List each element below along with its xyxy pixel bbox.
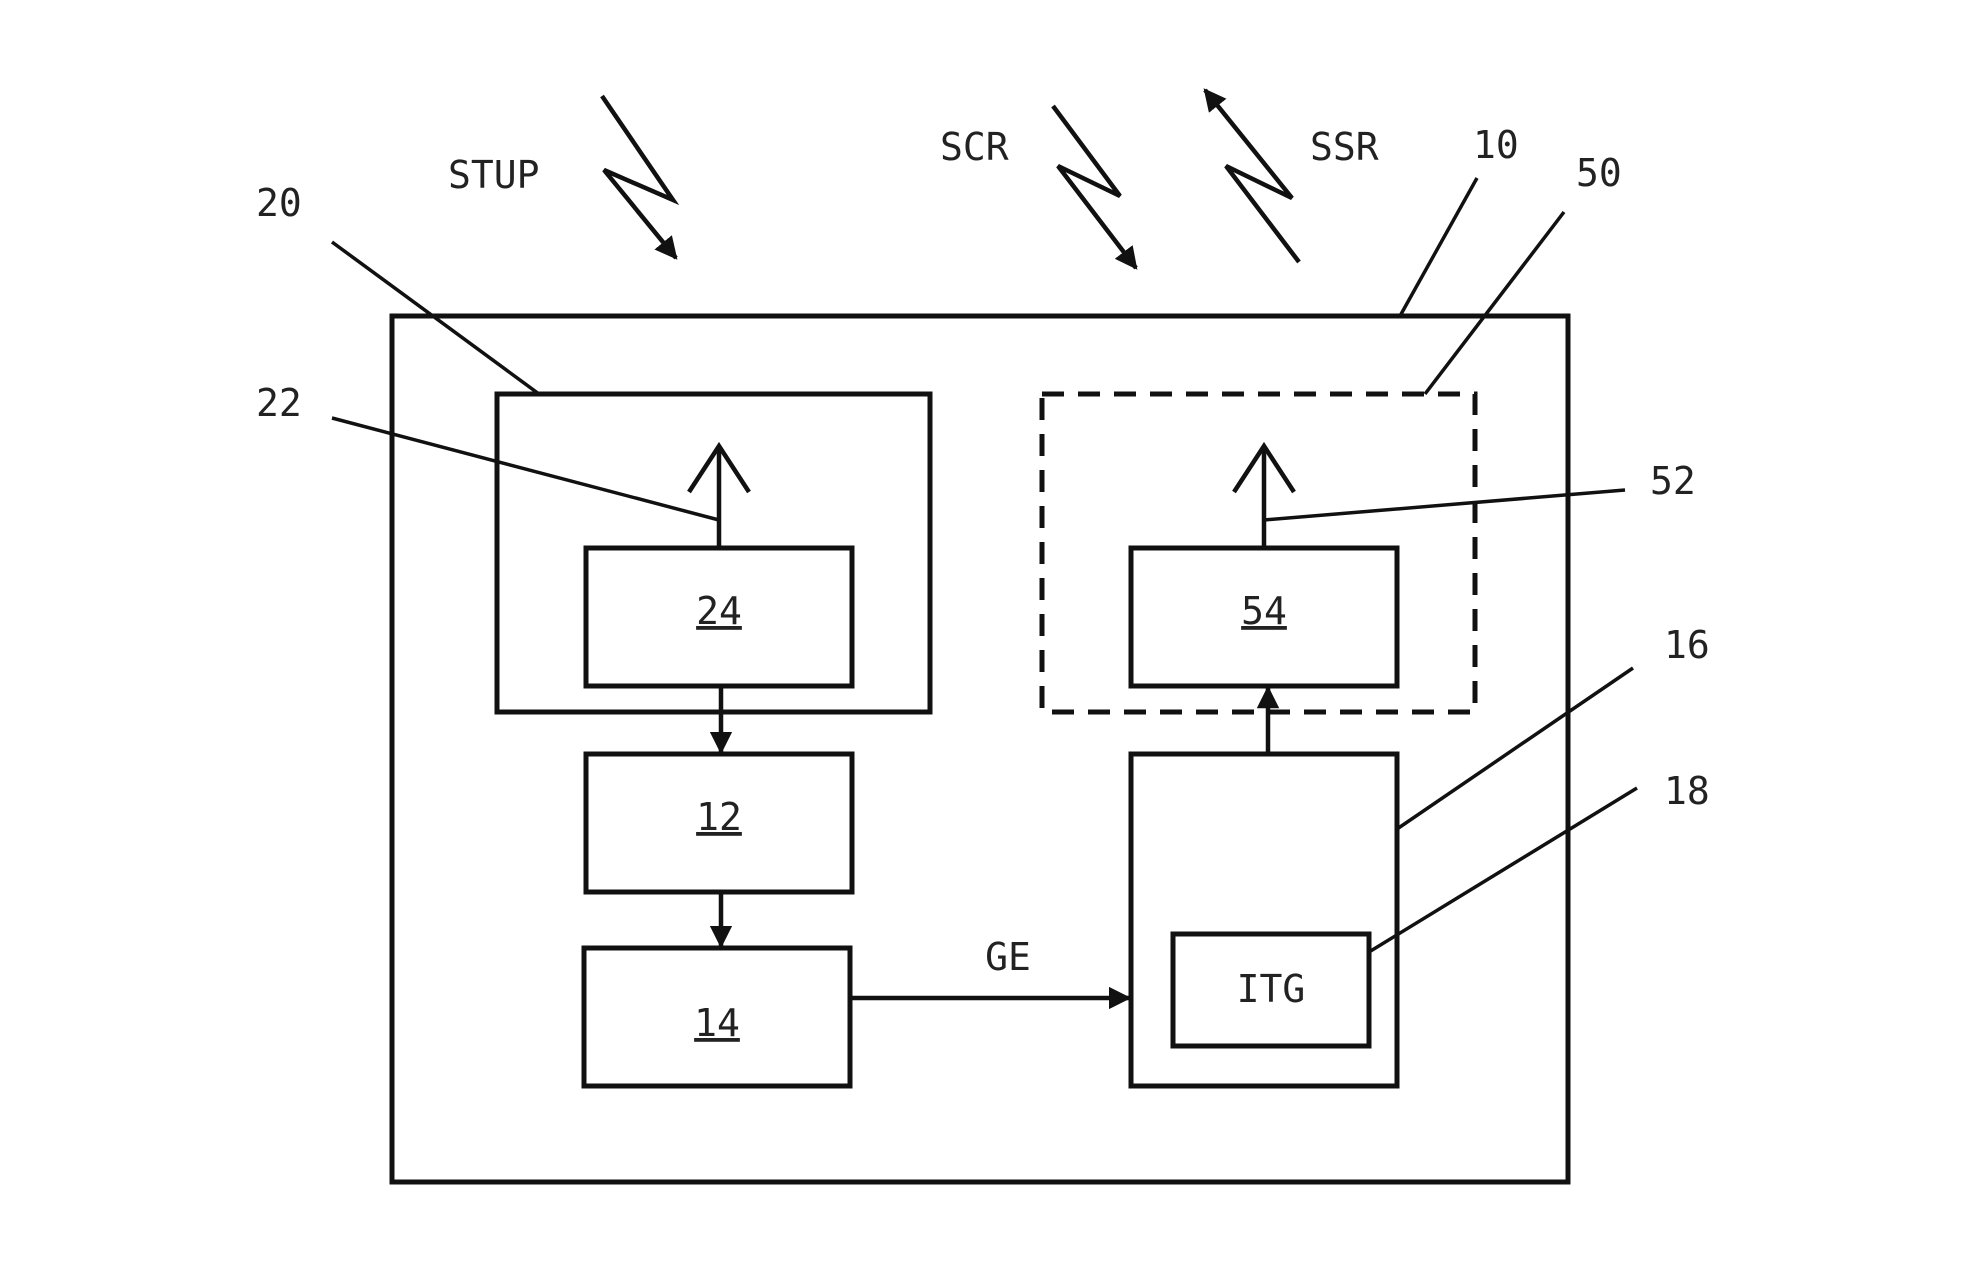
leader-16 (1396, 666, 1634, 831)
ref-52: 52 (1650, 459, 1696, 503)
antenna-22-icon (687, 441, 751, 548)
ref-22: 22 (256, 381, 302, 425)
leader-52 (1263, 488, 1626, 522)
itg-label: ITG (1237, 967, 1306, 1011)
ref-16: 16 (1664, 623, 1710, 667)
leader-20 (330, 240, 541, 396)
antenna-52-icon (1232, 441, 1296, 548)
leader-22 (331, 416, 720, 522)
ssr-signal-icon (1203, 88, 1301, 264)
scr-signal-icon (1051, 104, 1138, 270)
block-16 (1128, 751, 1400, 1089)
leader-18 (1368, 786, 1638, 954)
leader-50 (1423, 210, 1566, 396)
block-24-label: 24 (696, 589, 742, 633)
ref-10: 10 (1473, 123, 1519, 167)
itg-block (1170, 931, 1372, 1049)
signal-scr-label: SCR (940, 125, 1009, 169)
ref-20: 20 (256, 181, 302, 225)
block-54-label: 54 (1241, 589, 1287, 633)
ref-50: 50 (1576, 151, 1622, 195)
block-12-label: 12 (696, 795, 742, 839)
stup-signal-icon (600, 94, 680, 260)
device-outline (389, 313, 1571, 1185)
leader-10 (1398, 177, 1479, 317)
module-50-dashed-box (1039, 391, 1478, 715)
signal-stup-label: STUP (448, 153, 540, 197)
block-14-label: 14 (694, 1001, 740, 1045)
signal-ge-label: GE (985, 935, 1031, 979)
module-20-box (494, 391, 933, 715)
signal-ssr-label: SSR (1310, 125, 1379, 169)
ref-18: 18 (1664, 769, 1710, 813)
